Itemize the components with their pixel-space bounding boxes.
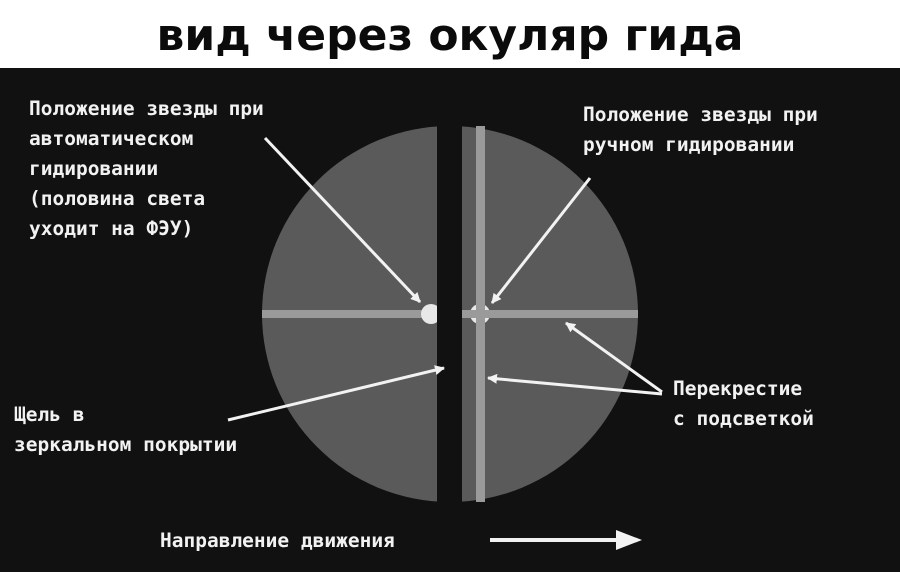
label-manual-position: Положение звезды при ручном гидировании [583,103,818,156]
direction-arrowhead [616,530,642,550]
arrow-crosshair-horizontal [565,321,663,394]
label-slit: Щель в зеркальном покрытии [14,403,238,456]
arrow-crosshair-vertical [487,373,663,396]
star-manual-position [468,302,493,326]
arrow-auto-position [263,136,422,304]
arrow-slit [227,365,445,422]
arrow-manual-position [490,177,592,304]
label-direction: Направление движения [160,529,395,552]
diagram-title: вид через окуляр гида [156,10,744,61]
label-auto-position: Положение звезды при автоматическом гиди… [29,97,264,240]
star-auto-position [421,302,462,326]
label-crosshair: Перекрестие с подсветкой [673,377,814,430]
